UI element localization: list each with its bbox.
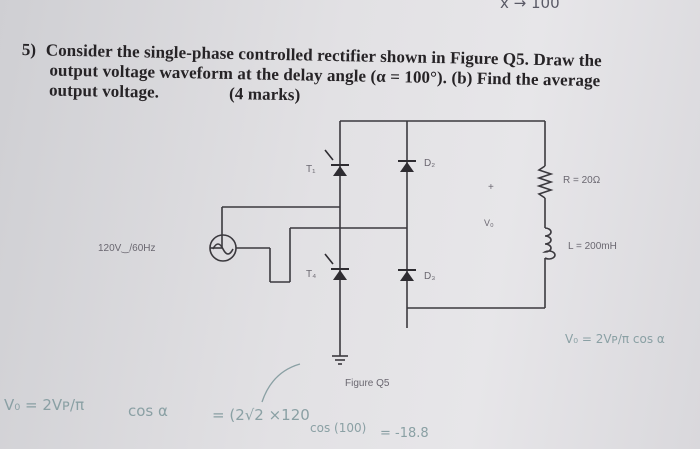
top-scribble: x → 100 xyxy=(500,0,560,12)
d3-label: D₃ xyxy=(424,271,435,282)
handwritten-vo-formula: V₀ = 2Vᴘ/π xyxy=(4,396,84,414)
inductor-symbol xyxy=(542,227,556,260)
sine-wave-icon xyxy=(212,243,234,255)
thyristor-t4 xyxy=(324,253,349,280)
source-label: 120V‿/60Hz xyxy=(98,243,156,254)
resistor-label: R = 20Ω xyxy=(563,175,601,186)
ac-source-symbol xyxy=(209,234,237,262)
handwritten-stroke xyxy=(261,363,301,403)
handwritten-result: = -18.8 xyxy=(380,426,429,441)
d2-label: D₂ xyxy=(424,158,435,169)
handwritten-substitution: = (2√2 ×120 xyxy=(212,406,310,424)
vo-plus-label: + xyxy=(488,182,494,193)
handwritten-formula-right: V₀ = 2Vᴘ/π cos α xyxy=(565,332,665,346)
t1-label: T₁ xyxy=(306,164,316,175)
figure-caption: Figure Q5 xyxy=(345,378,390,389)
handwritten-cos-alpha: cos α xyxy=(128,402,168,420)
handwritten-cos-100: cos (100) xyxy=(310,421,366,435)
thyristor-t1 xyxy=(324,149,349,176)
resistor-symbol xyxy=(536,165,554,199)
vo-label: V₀ xyxy=(484,218,494,228)
diode-d2 xyxy=(398,160,416,172)
t4-label: T₄ xyxy=(306,269,316,280)
inductor-label: L = 200mH xyxy=(568,241,617,252)
diode-d3 xyxy=(398,269,416,281)
